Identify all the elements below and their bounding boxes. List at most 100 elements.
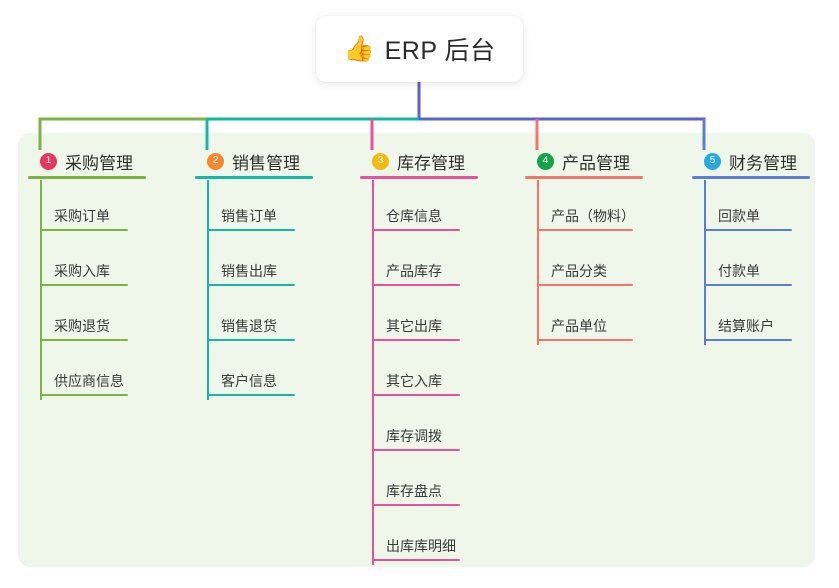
column-stem-2 [207,180,209,400]
list-item-underline [537,339,633,341]
list-item-label: 仓库信息 [386,208,442,224]
list-item[interactable]: 销售订单 [195,180,300,235]
list-item-label: 采购入库 [54,263,110,279]
list-item-underline [372,394,460,396]
list-item-label: 库存盘点 [386,483,442,499]
list-item[interactable]: 库存盘点 [360,455,465,510]
column-badge-1: 1 [40,152,57,170]
list-item-label: 采购订单 [54,208,110,224]
list-item[interactable]: 产品单位 [525,290,633,345]
column-stem-3 [372,180,374,565]
list-item-underline [372,339,460,341]
root-title: ERP 后台 [384,37,496,65]
list-item-underline [207,229,295,231]
list-item-label: 供应商信息 [54,373,124,389]
column-header-4[interactable]: 4 产品管理 [525,146,630,176]
list-item[interactable]: 销售退货 [195,290,300,345]
list-item-underline [40,339,128,341]
column-badge-5: 5 [704,152,721,170]
column-badge-3: 3 [372,152,389,170]
list-item-label: 销售退货 [221,318,277,334]
column-3: 3 库存管理仓库信息产品库存其它出库其它入库库存调拨库存盘点出库库明细 [360,146,478,565]
list-item-label: 其它入库 [386,373,442,389]
list-item-label: 付款单 [718,263,760,279]
column-title-3: 库存管理 [397,153,465,173]
item-list-4: 产品（物料） 产品分类产品单位 [525,180,635,345]
item-list-5: 回款单付款单结算账户 [692,180,797,345]
column-5: 5 财务管理回款单付款单结算账户 [692,146,810,345]
list-item-underline [372,229,460,231]
column-title-5: 财务管理 [729,153,797,173]
root-node[interactable]: 👍 ERP 后台 [316,16,523,82]
list-item-underline [704,229,792,231]
column-underline-4 [525,176,643,179]
list-item-underline [207,394,295,396]
list-item-underline [207,284,295,286]
list-item[interactable]: 产品（物料） [525,180,635,235]
list-item-label: 销售出库 [221,263,277,279]
list-item[interactable]: 采购入库 [28,235,133,290]
column-header-3[interactable]: 3 库存管理 [360,146,465,176]
column-title-4: 产品管理 [562,153,630,173]
column-underline-2 [195,176,313,179]
list-item[interactable]: 库存调拨 [360,400,465,455]
list-item-underline [372,559,460,561]
list-item[interactable]: 销售出库 [195,235,300,290]
list-item[interactable]: 供应商信息 [28,345,133,400]
list-item-label: 结算账户 [718,318,774,334]
column-2: 2 销售管理销售订单销售出库销售退货客户信息 [195,146,313,400]
column-title-2: 销售管理 [232,153,300,173]
list-item[interactable]: 回款单 [692,180,797,235]
list-item[interactable]: 采购订单 [28,180,133,235]
column-4: 4 产品管理产品（物料） 产品分类产品单位 [525,146,643,345]
list-item[interactable]: 产品库存 [360,235,465,290]
column-title-1: 采购管理 [65,153,133,173]
list-item[interactable]: 出库库明细 [360,510,465,565]
list-item-underline [372,449,460,451]
list-item[interactable]: 付款单 [692,235,797,290]
list-item-label: 客户信息 [221,373,277,389]
list-item[interactable]: 仓库信息 [360,180,465,235]
column-underline-5 [692,176,810,179]
list-item-underline [704,284,792,286]
column-badge-2: 2 [207,152,224,170]
list-item-underline [40,284,128,286]
column-stem-5 [704,180,706,345]
list-item[interactable]: 产品分类 [525,235,633,290]
list-item-label: 采购退货 [54,318,110,334]
list-item-underline [40,229,128,231]
list-item-underline [372,284,460,286]
list-item[interactable]: 其它出库 [360,290,465,345]
list-item-label: 其它出库 [386,318,442,334]
list-item-label: 产品（物料） [551,208,635,224]
list-item-underline [537,284,633,286]
column-stem-1 [40,180,42,400]
list-item-underline [704,339,792,341]
column-header-2[interactable]: 2 销售管理 [195,146,300,176]
column-header-1[interactable]: 1 采购管理 [28,146,133,176]
column-underline-1 [28,176,146,179]
list-item-label: 回款单 [718,208,760,224]
item-list-1: 采购订单采购入库采购退货供应商信息 [28,180,133,400]
list-item-underline [40,394,128,396]
column-1: 1 采购管理采购订单采购入库采购退货供应商信息 [28,146,146,400]
list-item[interactable]: 客户信息 [195,345,300,400]
list-item-label: 产品库存 [386,263,442,279]
list-item[interactable]: 结算账户 [692,290,797,345]
thumbs-up-icon: 👍 [343,34,375,63]
column-underline-3 [360,176,478,179]
list-item-label: 产品单位 [551,318,607,334]
list-item[interactable]: 其它入库 [360,345,465,400]
list-item[interactable]: 采购退货 [28,290,133,345]
column-stem-4 [537,180,539,345]
list-item-label: 库存调拨 [386,428,442,444]
list-item-underline [207,339,295,341]
list-item-label: 出库库明细 [386,538,456,554]
column-header-5[interactable]: 5 财务管理 [692,146,797,176]
column-badge-4: 4 [537,152,554,170]
list-item-label: 销售订单 [221,208,277,224]
diagram-panel [18,133,815,567]
list-item-underline [537,229,633,231]
list-item-underline [372,504,460,506]
